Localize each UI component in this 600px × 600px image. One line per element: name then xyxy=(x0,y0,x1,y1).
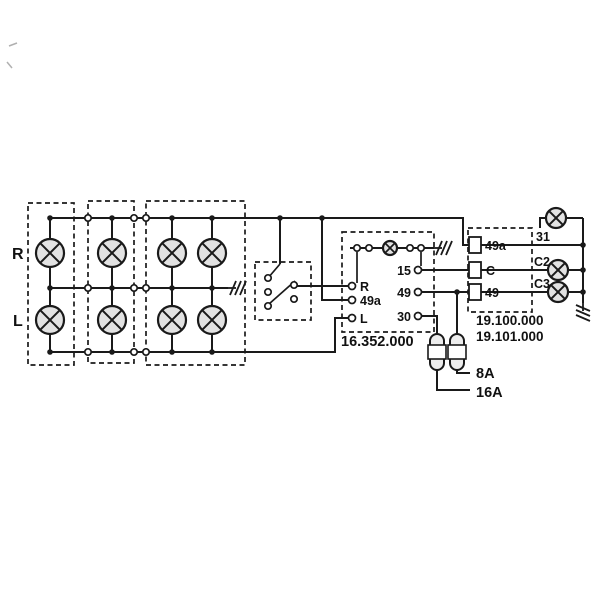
relay-terminal-blocks xyxy=(468,236,482,301)
flasher-terminal-15-label: 15 xyxy=(397,264,411,278)
flasher-terminal-30-label: 30 xyxy=(397,310,411,324)
flasher-part-number: 16.352.000 xyxy=(341,334,414,350)
indicator-lamp-l xyxy=(96,304,128,336)
fuse-16a-tail xyxy=(436,370,470,391)
ground-symbol xyxy=(575,303,591,322)
lamp-cluster-1-box xyxy=(27,202,75,366)
ground-symbol xyxy=(228,280,247,296)
fuse-16a-label: 16A xyxy=(476,385,503,401)
relay-terminal-49a-label: 49a xyxy=(485,239,507,253)
relay-part-number-2: 19.101.000 xyxy=(476,329,544,344)
right-row-label: R xyxy=(12,246,24,263)
turn-switch-contacts xyxy=(263,273,299,311)
relay-terminal-31-label: 31 xyxy=(536,230,550,244)
scan-artifact xyxy=(6,61,13,69)
indicator-lamp-l xyxy=(156,304,188,336)
left-row-label: L xyxy=(13,313,23,330)
terminal-30-wire xyxy=(422,315,438,334)
scan-artifact xyxy=(8,42,18,47)
flasher-pilot-lamp xyxy=(381,239,399,257)
indicator-lamp-r xyxy=(96,237,128,269)
indicator-lamp-r xyxy=(196,237,228,269)
lamp-c3 xyxy=(546,280,570,304)
relay-part-number-1: 19.100.000 xyxy=(476,313,544,328)
l-line-wire xyxy=(50,317,348,353)
relay-terminal-c3-label: C3 xyxy=(534,277,550,291)
top-bus-wire xyxy=(50,217,469,246)
flasher-contacts xyxy=(347,243,426,323)
relay-terminal-49-label: 49 xyxy=(485,286,499,300)
pilot-lamp-top xyxy=(544,206,568,230)
indicator-lamp-r xyxy=(34,237,66,269)
flasher-terminal-49a-label: 49a xyxy=(360,294,382,308)
ground-symbol xyxy=(434,240,453,256)
indicator-lamp-r xyxy=(156,237,188,269)
flasher-49a-wire xyxy=(321,218,348,301)
flasher-terminal-49-label: 49 xyxy=(397,286,411,300)
connector-pins xyxy=(83,213,151,357)
junction-dots xyxy=(47,215,586,355)
flasher-terminal-r-label: R xyxy=(360,280,369,294)
indicator-lamp-l xyxy=(34,304,66,336)
lamp-c2 xyxy=(546,258,570,282)
fuse-8a xyxy=(447,333,467,371)
lamp-cluster-3-box xyxy=(145,200,246,366)
fuse-16a xyxy=(427,333,447,371)
relay-terminal-c-label: C xyxy=(486,264,495,278)
indicator-lamp-l xyxy=(196,304,228,336)
relay-terminal-c2-label: C2 xyxy=(534,255,550,269)
turn-switch-box xyxy=(254,261,312,321)
fuse-8a-label: 8A xyxy=(476,366,495,382)
lamp-cluster-2-box xyxy=(87,200,135,364)
pilot-lamp-wire xyxy=(539,217,583,228)
flasher-unit-box xyxy=(341,231,435,333)
flasher-terminal-l-label: L xyxy=(360,312,368,326)
